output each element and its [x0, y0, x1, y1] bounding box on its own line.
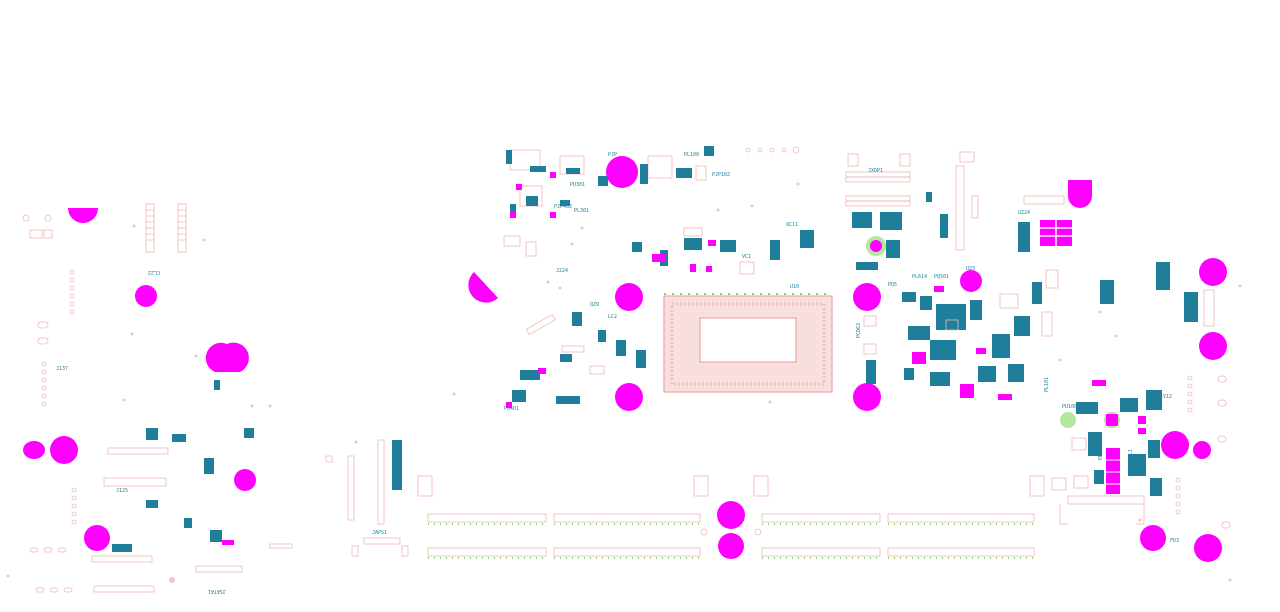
label-pr1001: PR1001	[1098, 442, 1104, 460]
label-pl101: PL101	[1044, 377, 1050, 392]
mounting-hole	[606, 156, 638, 188]
mounting-hole	[1140, 525, 1166, 551]
via-row-top	[745, 146, 800, 154]
label-u10: U10	[790, 284, 799, 290]
label-lv12: LV12	[1160, 394, 1172, 400]
label-pu401: PU401	[504, 406, 519, 412]
memory-slot-top-left	[427, 513, 701, 525]
memory-slots-section: JAPS1	[325, 439, 1045, 559]
label-pu1002: PU1002	[1062, 404, 1080, 410]
mounting-hole-half	[1068, 180, 1092, 208]
mounting-hole-half	[468, 272, 498, 303]
mounting-hole	[853, 283, 881, 311]
pin-row-left	[69, 269, 75, 315]
label-jsata1: JSATA1	[208, 588, 226, 594]
pin-row-bottom-left	[71, 487, 77, 525]
memory-slot-bottom-right	[761, 547, 1035, 559]
memory-slot-bottom-left	[427, 547, 701, 559]
mounting-hole	[718, 533, 744, 559]
mounting-hole	[50, 436, 78, 464]
label-pl100: PL100	[684, 152, 699, 158]
label-u224: U224	[1018, 210, 1030, 216]
mounting-hole	[615, 283, 643, 311]
pin-row-j137	[41, 361, 47, 407]
mounting-hole	[1199, 258, 1227, 286]
pad-array	[1106, 448, 1120, 494]
mounting-hole	[615, 383, 643, 411]
label-j224: J224	[556, 268, 568, 274]
label-pjp402: PJP402	[554, 204, 572, 210]
label-qc11: QC11	[786, 222, 798, 228]
label-pq5: PQ5	[888, 282, 897, 288]
label-pq501: PQ501	[934, 274, 949, 280]
memory-slot-top-right	[761, 513, 1035, 525]
mounting-hole	[960, 270, 982, 292]
label-lc2: LC2	[608, 314, 617, 320]
label-pjp102: PJP102	[712, 172, 730, 178]
label-japs1: JAPS1	[372, 530, 387, 536]
label-pu301: PU301	[570, 182, 585, 188]
label-pcd63: PCD63	[856, 323, 862, 338]
scattered-vias	[6, 182, 1242, 583]
label-pjp: PJP	[608, 152, 617, 158]
mounting-hole-half	[205, 342, 249, 372]
label-pl614: PL614	[912, 274, 927, 280]
pin-row-bottom-right	[1175, 477, 1181, 515]
mounting-hole	[1161, 431, 1189, 459]
label-u23: U23	[966, 266, 975, 272]
mounting-hole	[135, 285, 157, 307]
label-j137: J137	[56, 366, 68, 372]
center-top-section: PL100 PJP102 PU301 PJP402 PL301 PJP JXDP…	[506, 146, 979, 251]
pad-row-bottom-left	[29, 547, 73, 593]
right-bottom-section: PL101 PU1002 LV12 PL1 PR1001 FD3	[1044, 377, 1231, 562]
mounting-hole	[84, 525, 110, 551]
label-qz9: QZ9	[590, 302, 599, 308]
mounting-hole	[1193, 441, 1211, 459]
label-fd3: FD3	[1170, 538, 1179, 544]
connector-cl22-pads	[145, 203, 187, 253]
label-pl301: PL301	[574, 208, 589, 214]
label-j125: J125	[116, 488, 128, 494]
label-xdp1: JXDP1	[868, 168, 883, 174]
mounting-hole	[234, 469, 256, 491]
mounting-hole	[1199, 332, 1227, 360]
pin-row-right	[1187, 375, 1193, 413]
right-top-section: U224	[1018, 180, 1227, 443]
mounting-hole-half	[68, 208, 98, 223]
label-vc1: VC1	[742, 254, 751, 260]
power-stage: PQ5 PL614 PQ501 U23	[852, 212, 1030, 400]
label-pl1: PL1	[1128, 449, 1134, 458]
left-board-section: CL22 J137 J125 JSATA1	[22, 203, 293, 594]
mounting-hole	[1194, 534, 1222, 562]
mounting-hole	[853, 383, 881, 411]
pad-marker	[222, 540, 234, 545]
mounting-hole	[23, 441, 45, 459]
mounting-hole	[717, 501, 745, 529]
cpu-section: VC1 QC11 U10 J224 QZ9 LC2 PU401 PCD63	[468, 212, 1030, 412]
label-cl22: CL22	[148, 269, 160, 275]
